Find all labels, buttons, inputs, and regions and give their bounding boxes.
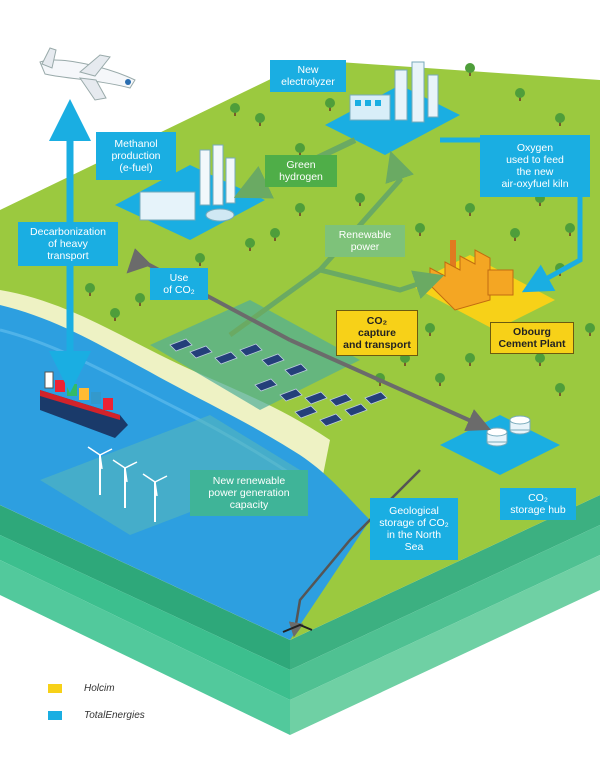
tree-icon [230, 103, 240, 116]
tree-icon [255, 113, 265, 126]
wind-turbine-icon [142, 473, 168, 522]
solar-panel-icon [189, 345, 213, 359]
solar-panel-icon [261, 353, 285, 367]
solar-panel-icon [169, 338, 193, 352]
legend-item-totalenergies: TotalEnergies [48, 710, 145, 721]
tree-icon [465, 203, 475, 216]
solar-panel-icon [344, 403, 368, 417]
tree-icon [135, 293, 145, 306]
tree-icon [425, 323, 435, 336]
airplane-icon [39, 47, 136, 101]
wind-turbine-icon [87, 446, 113, 495]
tree-icon [325, 98, 335, 111]
label-green-hydrogen: Green hydrogen [265, 155, 337, 187]
solar-panel-icon [319, 413, 343, 427]
label-geological-storage: Geological storage of CO₂ in the North S… [370, 498, 458, 560]
solar-panel-icon [169, 338, 388, 427]
tree-icon [465, 63, 475, 76]
electrolyzer-icon [349, 61, 439, 123]
label-co2-storage-hub: CO₂ storage hub [500, 488, 576, 520]
label-decarbonization: Decarbonization of heavy transport [18, 222, 118, 266]
label-new-renewable-capacity: New renewable power generation capacity [190, 470, 308, 516]
tree-icon [245, 238, 255, 251]
tree-icon [585, 323, 595, 336]
tree-icon [295, 203, 305, 216]
solar-panel-icon [364, 391, 388, 405]
flow-co2-storage [289, 338, 491, 432]
tree-icon [510, 228, 520, 241]
legend-item-holcim: Holcim [48, 683, 115, 694]
solar-panel-icon [279, 388, 303, 402]
legend-label-holcim: Holcim [84, 683, 115, 694]
tree-icon [110, 308, 120, 321]
tree-icon [415, 223, 425, 236]
solar-panel-icon [214, 351, 238, 365]
tree-icon [355, 193, 365, 206]
tree-icon [465, 353, 475, 366]
label-methanol-production: Methanol production (e-fuel) [96, 132, 176, 180]
wind-turbine-icon [87, 446, 168, 522]
tree-icon [565, 223, 575, 236]
flow-renewable-to-plant [228, 267, 445, 338]
offshore-wind-zone [40, 415, 300, 535]
solar-panel-icon [254, 378, 278, 392]
label-obourg-cement-plant: Obourg Cement Plant [490, 322, 574, 354]
cargo-ship-icon [40, 371, 128, 438]
tree-icon [295, 143, 305, 156]
label-use-of-co2: Use of CO₂ [150, 268, 208, 300]
label-renewable-power: Renewable power [325, 225, 405, 257]
tree-icon [515, 88, 525, 101]
storage-tank-icon [486, 415, 531, 447]
methanol-plant-icon [139, 144, 236, 222]
label-new-electrolyzer: New electrolyzer [270, 60, 346, 92]
solar-panel-icon [329, 393, 353, 407]
label-oxygen: Oxygen used to feed the new air-oxyfuel … [480, 135, 590, 197]
legend-swatch-totalenergies [48, 711, 62, 720]
label-co2-capture: CO₂ capture and transport [336, 310, 418, 356]
solar-panel-icon [284, 363, 308, 377]
tree-icon [535, 353, 545, 366]
legend-swatch-holcim [48, 684, 62, 693]
tree-icon [555, 113, 565, 126]
solar-panel-icon [304, 391, 328, 405]
tree-icon [555, 383, 565, 396]
wind-turbine-icon [112, 459, 138, 508]
flow-use-of-co2 [126, 248, 291, 342]
flow-oxygen [521, 180, 583, 293]
solar-panel-icon [294, 405, 318, 419]
factory-icon [429, 240, 514, 311]
tree-icon [195, 253, 205, 266]
legend-label-totalenergies: TotalEnergies [84, 710, 145, 721]
tree-icon [85, 283, 95, 296]
solar-panel-icon [239, 343, 263, 357]
tree-icon [435, 373, 445, 386]
tree-icon [270, 228, 280, 241]
